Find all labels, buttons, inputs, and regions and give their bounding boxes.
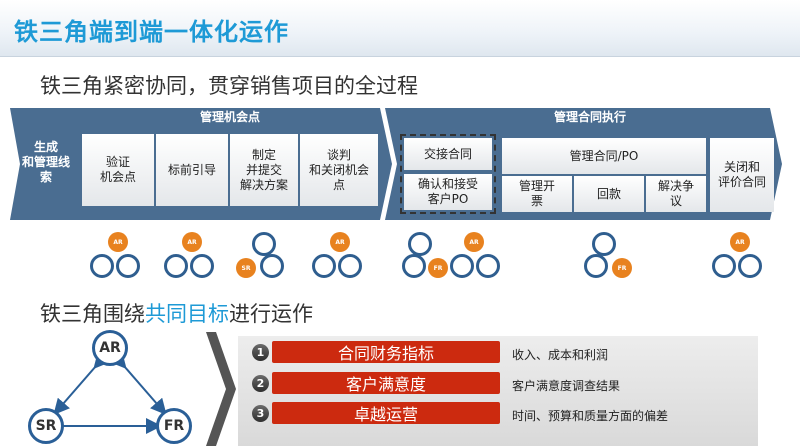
goal-desc-2: 客户满意度调查结果 (512, 379, 621, 393)
team-node-icon (402, 254, 426, 278)
fr-node-icon: FR (612, 258, 632, 278)
step-guidance: 标前引导 (156, 134, 228, 206)
fr-node-icon: FR (428, 258, 448, 278)
team-cluster-5: FR (402, 232, 452, 284)
team-cluster-4: AR (312, 232, 376, 284)
step-solution: 制定 并提交 解决方案 (230, 134, 298, 206)
team-node-icon (738, 254, 762, 278)
team-cluster-6: AR (450, 232, 504, 284)
goal-desc-3: 时间、预算和质量方面的偏差 (512, 409, 669, 423)
phase1-label: 管理机会点 (199, 110, 260, 124)
team-cluster-3: SR (236, 232, 300, 284)
step-confirm-po: 确认和接受 客户PO (404, 174, 492, 210)
team-node-icon (164, 254, 188, 278)
goal-label-1: 合同财务指标 (272, 341, 500, 363)
team-node-icon (338, 254, 362, 278)
goals-heading: 铁三角围绕共同目标进行运作 (40, 302, 313, 326)
step-negotiate: 谈判 和关闭机会 点 (300, 134, 378, 206)
team-node-icon (252, 232, 276, 256)
ar-node-icon: AR (464, 232, 484, 252)
team-node-icon (90, 254, 114, 278)
chevron-right-icon (206, 332, 236, 446)
step-collection: 回款 (574, 176, 644, 212)
dashed-frame (400, 134, 496, 214)
sr-node-icon: SR (236, 258, 256, 278)
step-invoice: 管理开 票 (502, 176, 572, 212)
team-cluster-7: FR (584, 232, 638, 284)
lead-label: 生成 和管理线索 (21, 140, 70, 184)
team-cluster-8: AR (712, 232, 776, 284)
title-bar (0, 0, 800, 57)
phase2-label: 管理合同执行 (553, 110, 626, 124)
team-cluster-2: AR (164, 232, 228, 284)
goal-label-3: 卓越运营 (272, 402, 500, 424)
triangle-arrows (50, 351, 167, 434)
team-node-icon (190, 254, 214, 278)
page-title: 铁三角端到端一体化运作 (14, 18, 289, 46)
ar-node-icon: AR (182, 232, 202, 252)
team-node-icon (450, 254, 474, 278)
team-node-icon (476, 254, 500, 278)
team-node-icon (408, 232, 432, 256)
step-close-contract: 关闭和 评价合同 (710, 138, 774, 212)
team-node-icon (312, 254, 336, 278)
team-cluster-1: AR (90, 232, 154, 284)
triangle-fr: FR (156, 408, 192, 444)
triangle-ar: AR (92, 330, 128, 366)
step-handover: 交接合同 (404, 138, 492, 170)
process-heading: 铁三角紧密协同，贯穿销售项目的全过程 (40, 74, 418, 98)
step-dispute: 解决争 议 (646, 176, 706, 212)
goal-number-2: 2 (252, 375, 269, 392)
team-node-icon (592, 232, 616, 256)
goal-number-1: 1 (252, 344, 269, 361)
team-node-icon (584, 254, 608, 278)
ar-node-icon: AR (730, 232, 750, 252)
ar-node-icon: AR (108, 232, 128, 252)
step-manage-po: 管理合同/PO (502, 138, 706, 174)
goal-label-2: 客户满意度 (272, 372, 500, 394)
team-node-icon (712, 254, 736, 278)
team-node-icon (260, 254, 284, 278)
triangle-sr: SR (28, 408, 64, 444)
ar-node-icon: AR (330, 232, 350, 252)
goal-number-3: 3 (252, 405, 269, 422)
team-node-icon (116, 254, 140, 278)
goal-desc-1: 收入、成本和利润 (512, 348, 609, 362)
step-validate: 验证 机会点 (82, 134, 154, 206)
